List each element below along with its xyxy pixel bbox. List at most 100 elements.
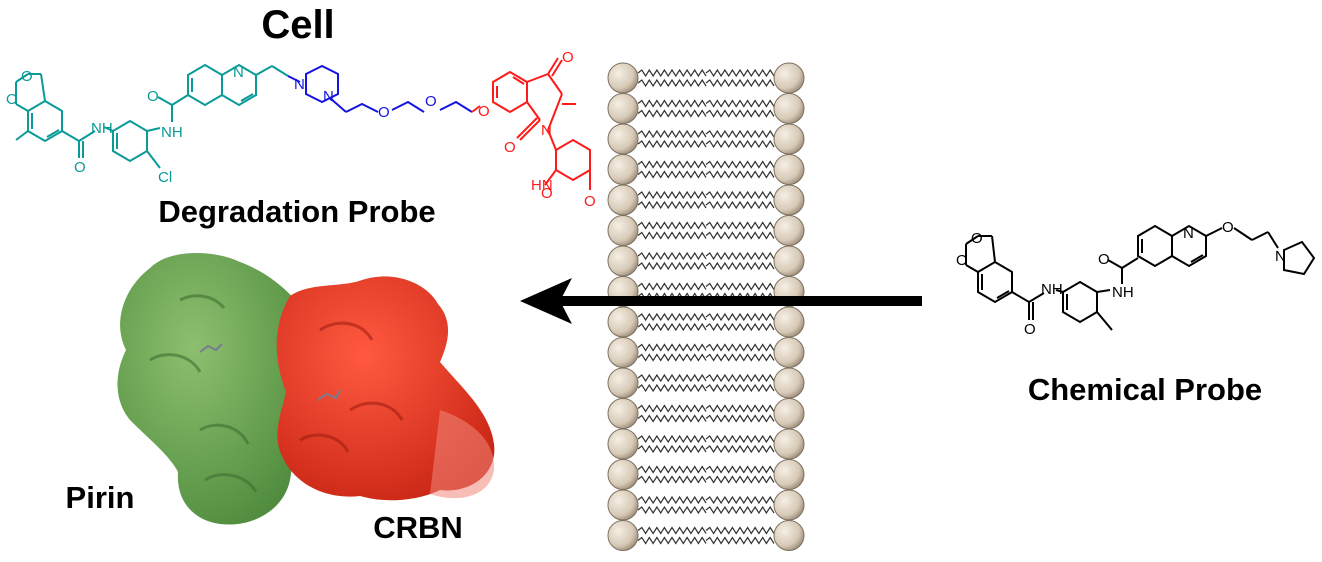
lipid-head <box>607 62 639 94</box>
lipid-tail <box>637 160 707 169</box>
lipid-tail <box>637 373 707 383</box>
lipid-tail <box>637 251 707 261</box>
cp-atom-o-1: O <box>971 230 983 247</box>
atom-o-4: O <box>147 88 159 105</box>
cp-atom-n-quinoline: N <box>1183 225 1194 242</box>
atom-o-red-ether: O <box>478 103 490 120</box>
lipid-bilayer <box>607 62 805 551</box>
lipid-tail <box>705 312 775 322</box>
lipid-head <box>607 520 639 551</box>
lipid-head <box>607 154 639 185</box>
lipid-tail <box>705 261 775 271</box>
lipid-tail <box>637 78 707 88</box>
atom-nh-2: NH <box>161 124 183 141</box>
lipid-tail <box>637 383 707 393</box>
uptake-arrow <box>520 278 922 324</box>
lipid-tail <box>705 78 775 88</box>
lipid-head <box>773 245 805 277</box>
atom-n-red: N <box>541 122 552 139</box>
lipid-head <box>773 489 805 521</box>
lipid-tail <box>637 221 707 230</box>
lipid-tail <box>637 109 707 118</box>
lipid-tail <box>637 475 707 484</box>
lipid-tail <box>637 536 707 545</box>
lipid-tail <box>637 465 707 474</box>
crbn-ligand-fragment <box>471 57 591 190</box>
crbn-label: CRBN <box>373 510 463 545</box>
lipid-tail <box>705 495 775 505</box>
lipid-head <box>773 154 805 185</box>
lipid-head <box>607 93 639 124</box>
lipid-head <box>773 337 805 368</box>
atom-nh-1: NH <box>91 120 113 137</box>
lipid-tail <box>705 465 775 474</box>
lipid-tail <box>637 353 707 362</box>
lipid-tail <box>705 292 775 301</box>
lipid-tail <box>705 322 775 332</box>
cp-atom-o-4: O <box>1098 251 1110 268</box>
lipid-head <box>607 428 639 460</box>
crbn-protein <box>276 276 495 501</box>
lipid-tail <box>705 68 775 78</box>
pirin-ligand-fragment <box>15 63 289 169</box>
lipid-tail <box>705 231 775 240</box>
lipid-tail <box>705 251 775 261</box>
lipid-tail <box>637 231 707 240</box>
lipid-tail <box>705 434 775 444</box>
lipid-head <box>773 459 805 490</box>
lipid-head <box>773 62 805 94</box>
lipid-head <box>773 398 805 429</box>
lipid-head <box>607 123 639 155</box>
lipid-tail <box>705 160 775 169</box>
lipid-head <box>607 215 639 246</box>
lipid-head <box>773 93 805 124</box>
lipid-tail <box>637 495 707 505</box>
lipid-head <box>773 520 805 551</box>
cp-atom-o-3: O <box>1024 321 1036 338</box>
degradation-probe-structure: O O O NH NH O Cl N N N O O <box>6 49 596 210</box>
linker-fragment <box>287 64 473 113</box>
lipid-head <box>607 306 639 338</box>
lipid-tail <box>637 505 707 515</box>
lipid-tail <box>637 129 707 139</box>
lipid-tail <box>705 139 775 149</box>
atom-o-linker-1: O <box>378 104 390 121</box>
lipid-tail <box>637 68 707 78</box>
lipid-tail <box>637 404 707 413</box>
atom-o-linker-2: O <box>425 93 437 110</box>
lipid-tail <box>637 190 707 200</box>
atom-o-3: O <box>74 159 86 176</box>
lipid-tail <box>705 526 775 535</box>
lipid-tail <box>705 109 775 118</box>
pirin-label: Pirin <box>66 480 135 515</box>
lipid-head <box>607 489 639 521</box>
cell-title: Cell <box>261 3 334 47</box>
cp-atom-o-2: O <box>956 252 968 269</box>
lipid-tail <box>637 139 707 149</box>
lipid-head <box>607 184 639 216</box>
chemical-probe-structure: O O O NH NH O N O N <box>956 219 1316 338</box>
lipid-tail <box>705 343 775 352</box>
atom-cl: Cl <box>158 169 172 186</box>
degradation-probe-label: Degradation Probe <box>158 194 435 229</box>
lipid-tail <box>705 475 775 484</box>
lipid-tail <box>705 353 775 362</box>
lipid-tail <box>637 526 707 535</box>
lipid-tail <box>705 170 775 179</box>
lipid-head <box>607 337 639 368</box>
lipid-tail <box>705 200 775 210</box>
atom-o-2: O <box>6 91 18 108</box>
atom-n-quinoline: N <box>233 64 244 81</box>
chemical-probe-label: Chemical Probe <box>1028 372 1262 407</box>
cp-atom-nh-2: NH <box>1112 284 1134 301</box>
lipid-head <box>773 123 805 155</box>
lipid-tail <box>705 190 775 200</box>
lipid-tail <box>637 322 707 332</box>
cp-atom-o-ether: O <box>1222 219 1234 236</box>
lipid-tail <box>637 292 707 301</box>
lipid-tail <box>705 129 775 139</box>
atom-o-red-2: O <box>504 139 516 156</box>
lipid-tail <box>705 221 775 230</box>
lipid-head <box>607 245 639 277</box>
